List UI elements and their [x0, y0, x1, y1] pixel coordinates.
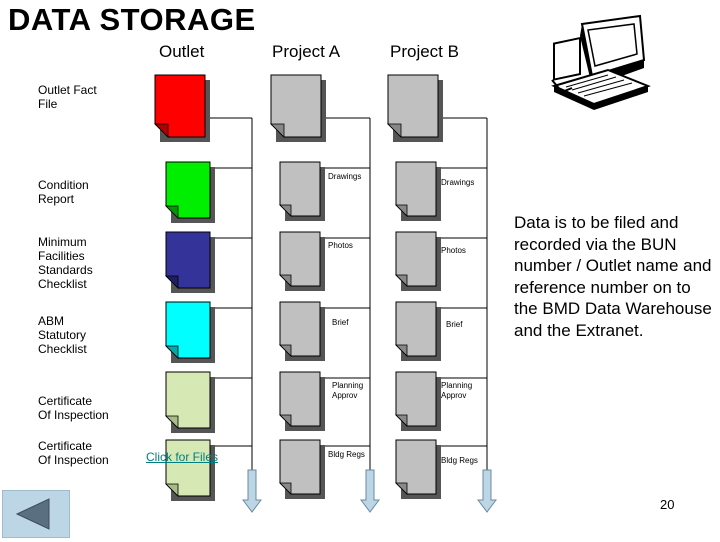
doc-label-b-planning: Planning Approv [441, 381, 473, 400]
document-a-photos [279, 231, 325, 291]
doc-label-a-photos: Photos [328, 241, 353, 250]
document-project-b-top [387, 74, 443, 142]
document-minimum-facilities [165, 231, 215, 293]
back-button[interactable] [2, 490, 70, 538]
column-header-project-b: Project B [390, 42, 459, 61]
down-arrow-project-a [360, 469, 380, 513]
row-label-certificate-1: Certificate Of Inspection [38, 394, 109, 422]
down-arrow-project-b [477, 469, 497, 513]
column-header-project-a: Project A [272, 42, 341, 61]
row-label-condition-report: Condition Report [38, 178, 89, 206]
down-arrows [242, 469, 497, 513]
row-label-abm-statutory: ABM Statutory Checklist [38, 314, 87, 356]
document-a-bldg-regs [279, 439, 325, 499]
doc-label-a-planning: Planning Approv [332, 381, 364, 400]
document-condition-report [165, 161, 215, 223]
row-label-certificate-2: Certificate Of Inspection [38, 439, 109, 467]
document-b-photos [395, 231, 441, 291]
project-a-documents [279, 161, 325, 499]
back-arrow-icon [15, 498, 50, 530]
row-label-minimum-facilities: Minimum Facilities Standards Checklist [38, 235, 93, 291]
row-connectors [208, 167, 487, 447]
row-label-outlet-fact-file: Outlet Fact File [38, 83, 97, 111]
document-a-drawings [279, 161, 325, 221]
doc-label-a-drawings: Drawings [328, 172, 362, 181]
document-project-a-top [270, 74, 326, 142]
doc-label-b-drawings: Drawings [441, 178, 475, 187]
click-for-files-link[interactable]: Click for Files [146, 450, 219, 464]
document-a-brief [279, 301, 325, 361]
document-certificate-1 [165, 371, 215, 433]
page-title: DATA STORAGE [8, 2, 256, 37]
doc-label-b-brief: Brief [446, 320, 463, 329]
document-certificate-2 [165, 439, 215, 501]
doc-label-a-brief: Brief [332, 318, 349, 327]
doc-label-b-bldg-regs: Bldg Regs [441, 456, 478, 465]
connector-lines [208, 117, 488, 470]
column-header-outlet: Outlet [159, 42, 205, 61]
document-b-bldg-regs [395, 439, 441, 499]
doc-label-b-photos: Photos [441, 246, 466, 255]
document-b-planning [395, 371, 441, 431]
document-b-drawings [395, 161, 441, 221]
document-a-planning [279, 371, 325, 431]
document-outlet-fact-file [154, 74, 210, 142]
page-number: 20 [660, 497, 675, 512]
doc-label-a-bldg-regs: Bldg Regs [328, 450, 365, 459]
down-arrow-outlet [242, 469, 262, 513]
side-description: Data is to be filed and recorded via the… [514, 213, 712, 340]
document-abm-statutory [165, 301, 215, 363]
document-b-brief [395, 301, 441, 361]
computer-icon [551, 14, 651, 110]
project-b-documents [395, 161, 441, 499]
